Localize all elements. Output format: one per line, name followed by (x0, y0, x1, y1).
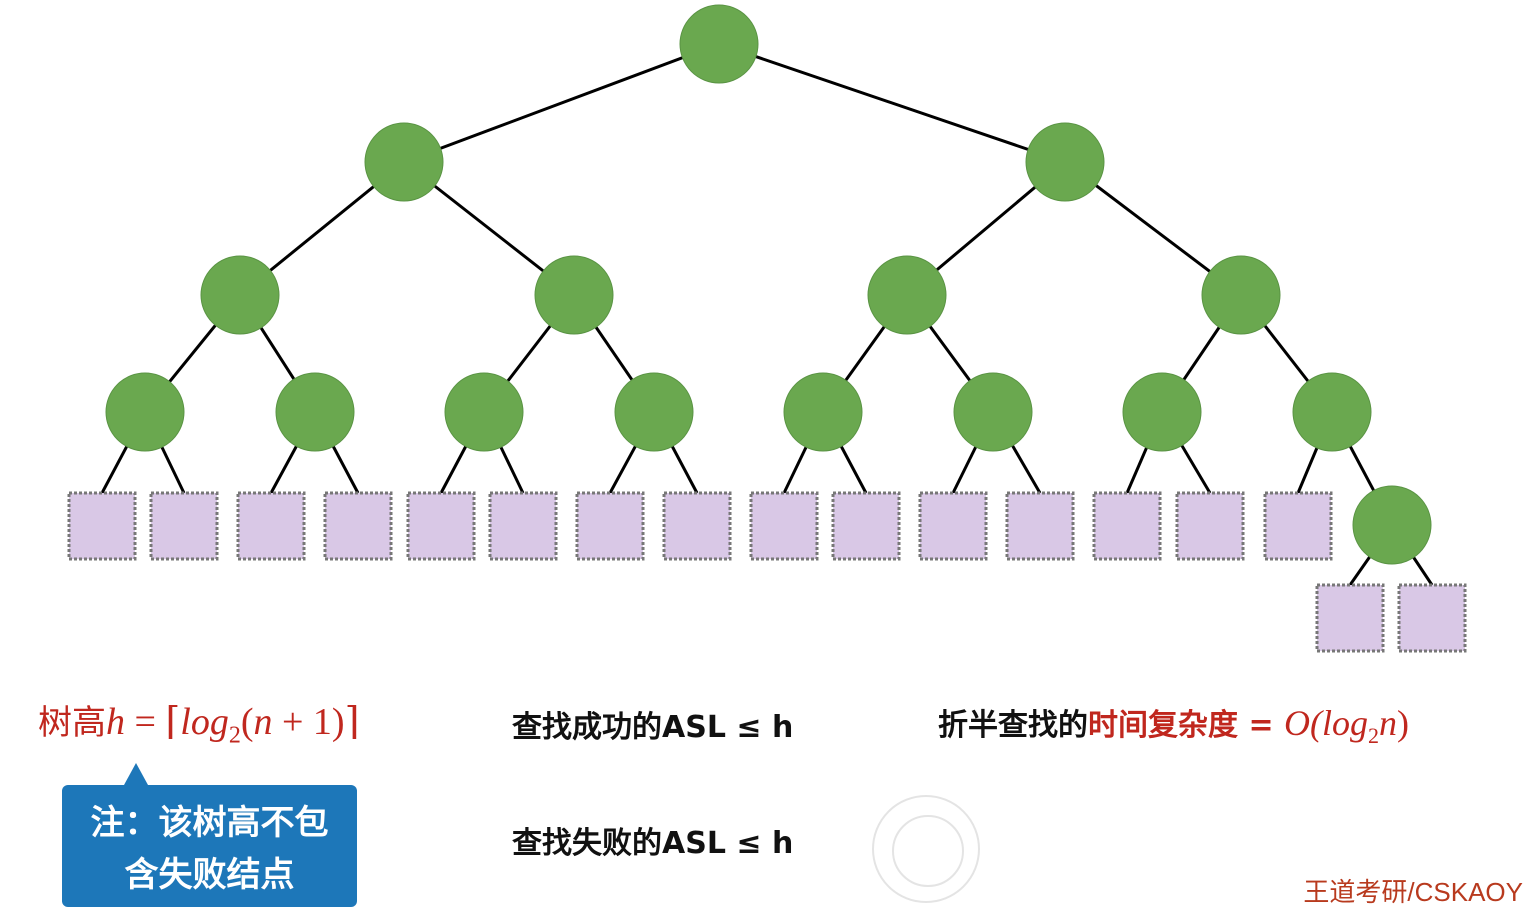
tree-node (867, 255, 947, 335)
tree-node (534, 255, 614, 335)
tree-node (1122, 372, 1202, 452)
failure-node (236, 491, 306, 561)
asl-success-text: 查找成功的ASL ≤ h (512, 710, 794, 745)
formula-equals-ceil: = ⌈ (125, 701, 181, 743)
failure-node (1315, 583, 1385, 653)
tree-node (953, 372, 1033, 452)
failure-node (488, 491, 558, 561)
formula-log-base: 2 (228, 722, 241, 749)
tree-edge (403, 42, 720, 164)
tree-edge (718, 42, 1066, 164)
tree-node (783, 372, 863, 452)
failure-node (662, 491, 732, 561)
tree-node (275, 372, 355, 452)
complexity-o: O( (1284, 703, 1323, 743)
formula-n: n (253, 701, 273, 743)
tree-nodes (67, 4, 1467, 653)
height-variable: h (106, 701, 125, 743)
tree-height-label: 树高 (38, 703, 106, 743)
time-complexity-text: 折半查找的时间复杂度 = O(log2n) (938, 700, 1409, 749)
formula-log: log (180, 701, 229, 743)
asl-fail-text: 查找失败的ASL ≤ h (512, 826, 794, 861)
failure-node (1175, 491, 1245, 561)
tree-node (200, 255, 280, 335)
failure-node (831, 491, 901, 561)
tree-node (679, 4, 759, 84)
note-line-1: 注：该树高不包 (90, 803, 329, 843)
complexity-close: ) (1397, 703, 1410, 743)
complexity-prefix: 折半查找的 (938, 708, 1088, 743)
binary-search-decision-tree (67, 4, 1467, 653)
complexity-log-base: 2 (1368, 723, 1380, 749)
formula-arg-open: ( (240, 701, 254, 743)
failure-node (575, 491, 645, 561)
failure-node (749, 491, 819, 561)
failure-node (1397, 583, 1467, 653)
tree-node (105, 372, 185, 452)
failure-node (323, 491, 393, 561)
complexity-log: log (1322, 703, 1369, 743)
failure-node (1005, 491, 1075, 561)
watermark-seal (872, 795, 980, 903)
failure-node (918, 491, 988, 561)
failure-node (149, 491, 219, 561)
tree-node (364, 122, 444, 202)
formula-arg-rest: + 1)⌉ (272, 701, 360, 743)
tree-node (1352, 485, 1432, 565)
failure-node (1263, 491, 1333, 561)
complexity-label: 时间复杂度 = (1088, 708, 1285, 743)
tree-node (1292, 372, 1372, 452)
failure-node (67, 491, 137, 561)
note-line-2: 含失败结点 (124, 855, 295, 895)
tree-height-formula: 树高h = ⌈log2(n + 1)⌉ (38, 695, 359, 750)
complexity-n: n (1379, 703, 1398, 743)
footer-brand: 王道考研/CSKAOY (1303, 877, 1523, 907)
tree-node (614, 372, 694, 452)
tree-node (1201, 255, 1281, 335)
note-callout: 注：该树高不包 含失败结点 (62, 763, 357, 907)
failure-node (406, 491, 476, 561)
failure-node (1092, 491, 1162, 561)
tree-node (444, 372, 524, 452)
tree-node (1025, 122, 1105, 202)
